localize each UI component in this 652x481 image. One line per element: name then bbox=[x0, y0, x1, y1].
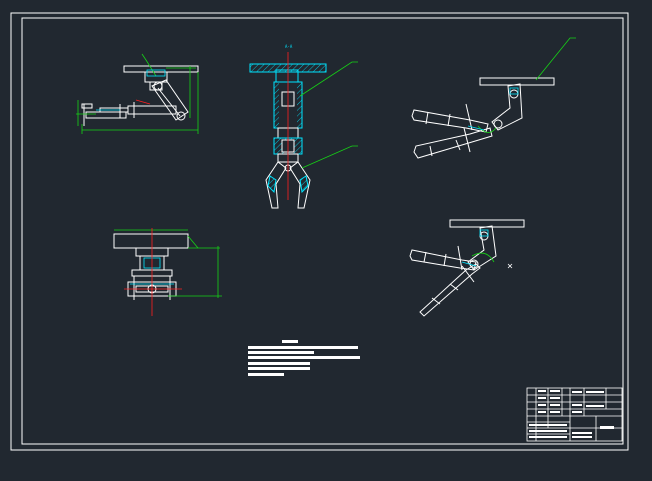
inner-frame bbox=[21, 17, 624, 445]
technical-notes bbox=[248, 340, 360, 376]
front-view-center-line bbox=[135, 99, 151, 105]
motion-view-raised bbox=[411, 77, 555, 159]
raised-leader bbox=[535, 37, 576, 81]
section-leaders bbox=[299, 61, 358, 169]
front-view-dimensions bbox=[76, 53, 199, 134]
outer-frame bbox=[10, 12, 629, 451]
base-plate-top bbox=[113, 233, 189, 249]
notes-heading bbox=[282, 340, 298, 343]
mounting-plate bbox=[123, 65, 199, 73]
section-label: A-A bbox=[285, 44, 293, 49]
motion-view-lowered bbox=[409, 219, 525, 317]
top-view bbox=[113, 233, 189, 300]
title-block-text bbox=[529, 390, 614, 438]
top-view-dimensions bbox=[114, 229, 222, 298]
title-block-drawing-name bbox=[600, 426, 614, 429]
front-view bbox=[81, 65, 199, 126]
title-block bbox=[526, 387, 623, 442]
